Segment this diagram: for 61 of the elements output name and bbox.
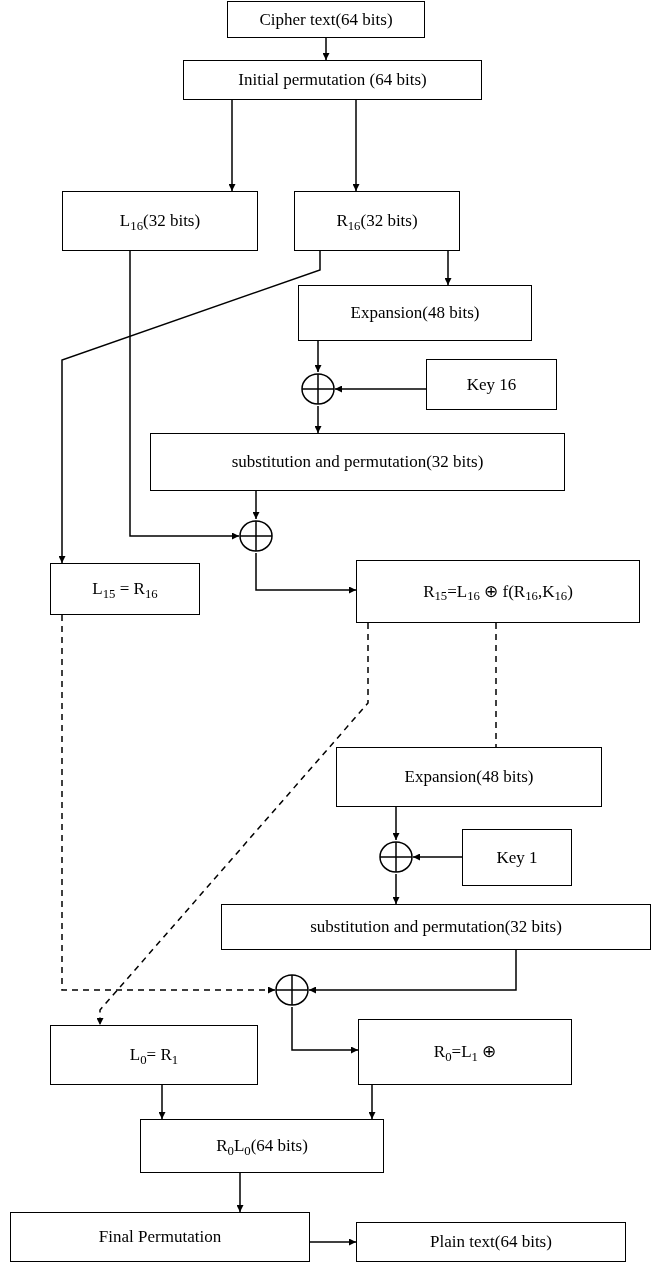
arrow	[228, 99, 236, 192]
arrow	[61, 614, 276, 994]
box-label: Plain text(64 bits)	[430, 1231, 552, 1253]
box-label: L$_{16}$(32 bits)	[119, 210, 201, 232]
arrow	[392, 873, 400, 905]
process-box	[358, 1019, 572, 1085]
arrow	[58, 250, 321, 564]
process-box	[10, 1212, 310, 1262]
arrow	[308, 949, 517, 994]
box-label: Initial permutation (64 bits)	[238, 69, 427, 91]
xor-symbol	[275, 973, 309, 1007]
arrow	[334, 385, 427, 393]
arrow	[314, 340, 322, 373]
process-box	[50, 1025, 258, 1085]
box-label: R$_{16}$(32 bits)	[336, 210, 418, 232]
process-box	[356, 560, 640, 623]
arrow	[309, 1238, 357, 1246]
arrow	[314, 405, 322, 434]
arrow	[412, 853, 463, 861]
box-label: Key 1	[496, 846, 538, 869]
xor-symbol	[239, 519, 273, 553]
box-label: Final Permutation	[98, 1226, 222, 1248]
arrow	[392, 806, 400, 841]
arrow	[96, 622, 369, 1026]
box-label: Key 16	[466, 373, 517, 396]
arrow	[255, 552, 357, 594]
box-label: substitution and permutation(32 bits)	[310, 916, 562, 938]
process-box	[227, 1, 425, 38]
process-box	[356, 1222, 626, 1262]
arrow	[129, 250, 240, 540]
box-label: R$_{0}$=L$_{1}$ ⊕	[433, 1041, 497, 1063]
arrow	[352, 99, 360, 192]
arrow	[291, 1006, 359, 1054]
process-box	[221, 904, 651, 950]
arrow	[444, 250, 452, 286]
box-label: R$_{0}$L$_{0}$(64 bits)	[216, 1135, 308, 1157]
process-box	[140, 1119, 384, 1173]
box-label: R$_{15}$=L$_{16}$ ⊕ f(R$_{16}$,K$_{16}$)	[423, 580, 573, 603]
xor-symbol	[379, 840, 413, 874]
arrow	[252, 490, 260, 520]
process-box	[336, 747, 602, 807]
arrow	[368, 1084, 376, 1120]
box-label: Expansion(48 bits)	[404, 766, 534, 788]
process-box	[62, 191, 258, 251]
process-box	[298, 285, 532, 341]
arrow	[158, 1084, 166, 1120]
process-box	[50, 563, 200, 615]
box-label: L$_{0}$= R$_{1}$	[129, 1044, 179, 1066]
arrow	[322, 37, 330, 61]
box-label: substitution and permutation(32 bits)	[231, 451, 484, 473]
connector-line	[495, 622, 497, 748]
process-box	[294, 191, 460, 251]
xor-symbol	[301, 372, 335, 406]
process-box	[426, 359, 557, 410]
box-label: Cipher text(64 bits)	[259, 8, 393, 31]
box-label: L$_{15}$ = R$_{16}$	[92, 578, 158, 600]
box-label: Expansion(48 bits)	[350, 302, 480, 324]
process-box	[150, 433, 565, 491]
process-box	[183, 60, 482, 100]
process-box	[462, 829, 572, 886]
arrow	[236, 1172, 244, 1213]
